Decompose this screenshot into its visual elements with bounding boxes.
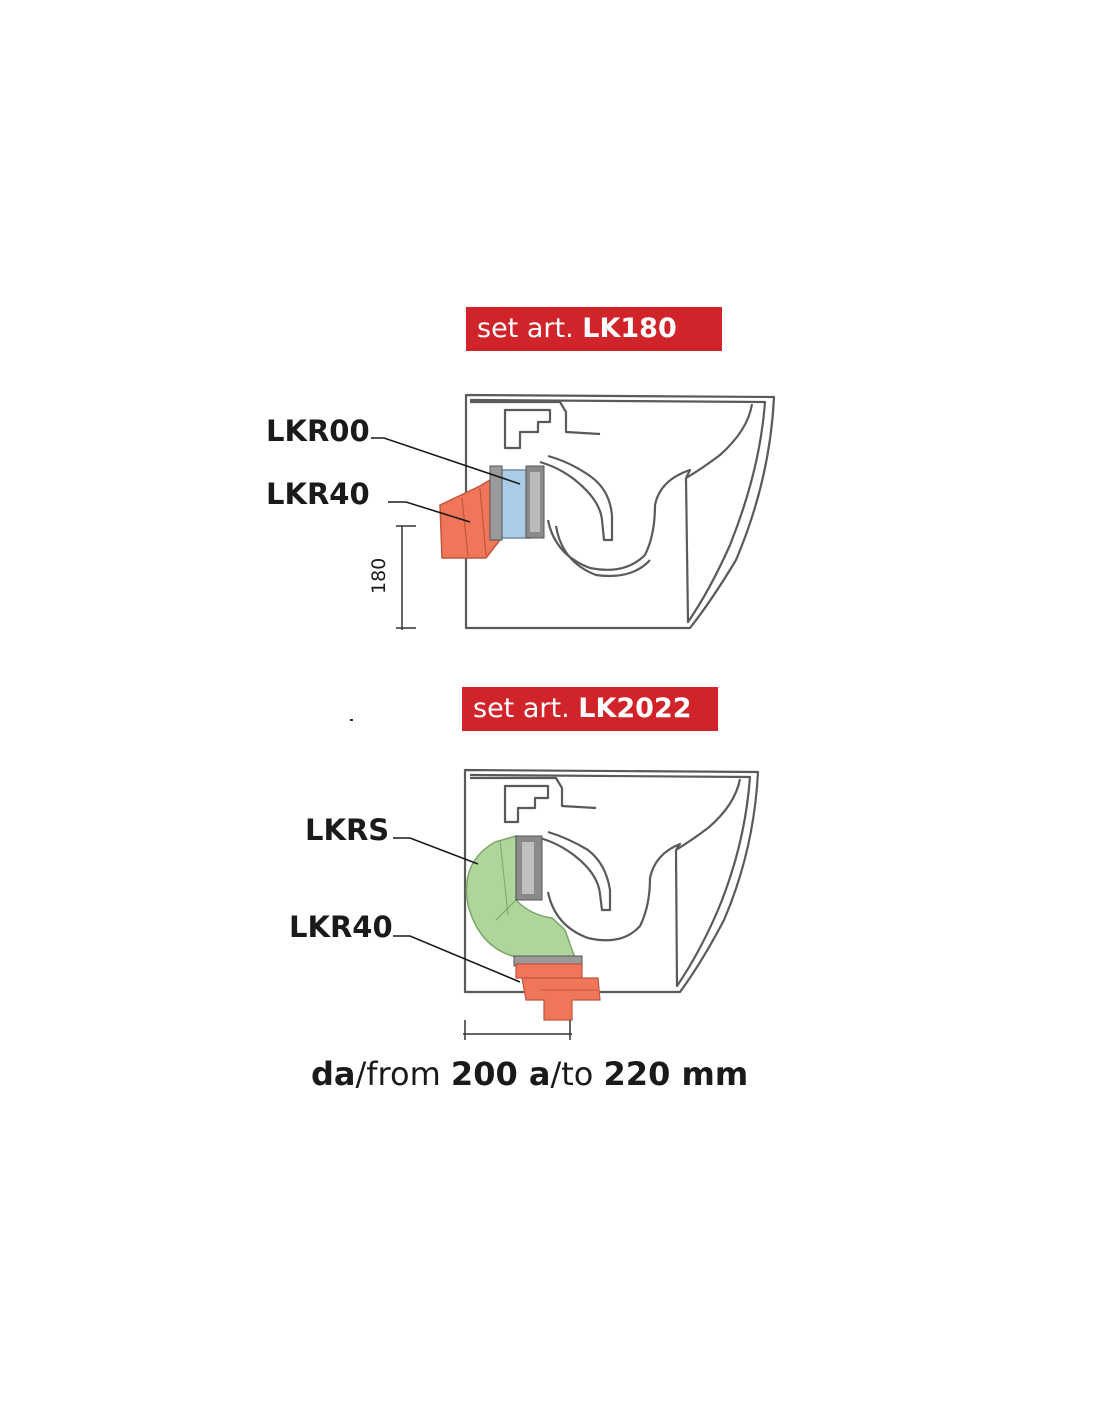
leader-lines-bottom [393,837,521,983]
part-label-lkr40-bottom: LKR40 [289,910,393,944]
lkr40-orange-part-top [439,472,501,559]
lkr00-blue-part-top [489,465,545,541]
part-label-lkrs: LKRS [305,813,390,847]
caption-from: /from [355,1055,451,1093]
set-badge-lk2022: set art. LK2022 [462,687,718,731]
caption-to: /to [550,1055,604,1093]
lkrs-green-part-bottom [465,835,577,959]
dimension-line-top [396,525,416,630]
dimension-line-bottom [463,1020,572,1040]
caption-200: 200 [450,1055,518,1093]
lkr40-orange-part-bottom [513,955,601,1021]
stray-mark [350,719,353,721]
distance-caption: da/from 200 a/to 220 mm [311,1055,748,1093]
dimension-value-180: 180 [368,557,390,594]
set-badge-code: LK2022 [578,693,692,724]
set-badge-lk180: set art. LK180 [466,307,722,351]
leader-lines-top [371,437,521,523]
caption-da: da [311,1055,356,1093]
set-badge-code: LK180 [582,313,677,344]
caption-220: 220 mm [603,1055,749,1093]
part-label-lkr40-top: LKR40 [266,477,370,511]
toilet-top [464,393,776,630]
set-badge-prefix: set art. [473,693,579,724]
part-label-lkr00: LKR00 [266,414,370,448]
caption-a: a [517,1055,551,1093]
set-badge-prefix: set art. [477,313,583,344]
